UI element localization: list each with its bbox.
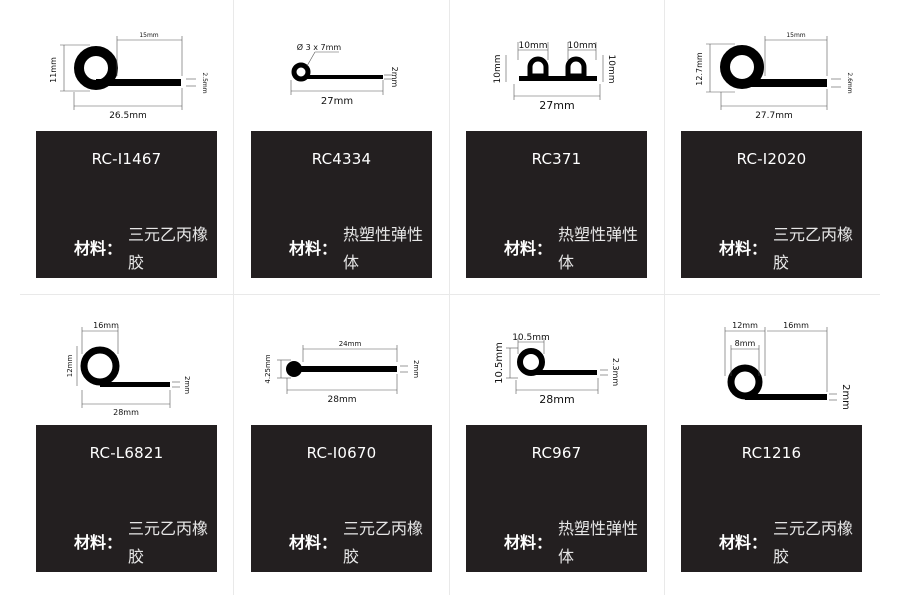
product-model: RC-I0670 [306,444,377,462]
product-info-panel: RC4334 材料： 热塑性弹性体 [251,131,432,278]
product-model: RC4334 [311,150,372,168]
profile-drawing: 10.5mm 10.5mm 2.3mm 28mm [430,294,645,426]
dim-thickness: 2mm [183,376,191,394]
material-label: 材料： [719,239,768,258]
dim-length: 27.7mm [755,111,793,121]
dim-bulb: 10.5mm [512,333,550,343]
dim-tail: 24mm [339,340,362,348]
profile-drawing: 12mm 8mm 16mm 2mm [645,294,860,426]
product-card[interactable]: 12mm 8mm 16mm 2mm RC1216 材料： 三元乙丙橡胶 [645,294,862,588]
product-info-panel: RC1216 材料： 三元乙丙橡胶 [681,425,862,572]
dim-thickness: 2.5mm [201,72,208,93]
material-label: 材料： [289,239,338,258]
profile-drawing: 12.7mm 15mm 2.6mm 27.7mm [645,0,860,132]
product-info-panel: RC371 材料： 热塑性弹性体 [466,131,647,278]
product-card[interactable]: 10.5mm 10.5mm 2.3mm 28mm RC967 材料： 热塑性弹性… [430,294,647,588]
material-label: 材料： [289,533,338,552]
grid-divider [449,0,450,595]
dim-tail: 15mm [786,32,805,39]
material-value: 三元乙丙橡胶 [773,519,854,566]
grid-divider [233,0,234,595]
material-value: 三元乙丙橡胶 [773,225,854,272]
material-value: 热塑性弹性体 [343,225,424,272]
profile-drawing: 11mm 15mm 2.5mm 26.5mm [0,0,215,132]
material-label: 材料： [504,533,553,552]
product-model: RC-L6821 [89,444,164,462]
dim-thickness: 2.3mm [611,358,620,387]
profile-drawing: 10mm 10mm 10mm 10mm 27mm [430,0,645,132]
dim-tail: 15mm [139,32,158,39]
dim-height: 4.25mm [264,354,272,383]
product-model: RC371 [531,150,582,168]
dim-bulb-right: 10mm [568,41,597,51]
dim-length: 28mm [539,393,574,406]
material-label: 材料： [719,533,768,552]
material-value: 热塑性弹性体 [558,519,639,566]
dim-thickness: 2mm [840,384,851,410]
dim-inner: 8mm [735,339,756,348]
dim-length: 27mm [321,96,353,107]
dim-height: 12.7mm [695,52,704,86]
material-value: 三元乙丙橡胶 [343,519,424,566]
product-card[interactable]: 16mm 12mm 2mm 28mm RC-L6821 材料： 三元乙丙橡胶 [0,294,217,588]
dim-height: 10.5mm [494,342,505,384]
dim-tail: 16mm [783,321,809,330]
material-label: 材料： [74,239,123,258]
product-info-panel: RC967 材料： 热塑性弹性体 [466,425,647,572]
grid-divider [664,0,665,595]
product-card[interactable]: 12.7mm 15mm 2.6mm 27.7mm RC-I2020 材料： 三元… [645,0,862,294]
product-info-panel: RC-I0670 材料： 三元乙丙橡胶 [251,425,432,572]
dim-bulb: Ø 3 x 7mm [297,42,342,52]
product-info-panel: RC-I2020 材料： 三元乙丙橡胶 [681,131,862,278]
profile-drawing: 16mm 12mm 2mm 28mm [0,294,215,426]
product-model: RC967 [531,444,582,462]
material-label: 材料： [74,533,123,552]
dim-length: 28mm [328,395,357,405]
dim-height-right: 10mm [606,55,616,84]
product-model: RC1216 [741,444,802,462]
profile-drawing: Ø 3 x 7mm 2mm 27mm [215,0,430,132]
product-card[interactable]: 24mm 4.25mm 2mm 28mm RC-I0670 材料： 三元乙丙橡胶 [215,294,432,588]
material-value: 三元乙丙橡胶 [128,225,209,272]
dim-height: 11mm [49,57,58,83]
dim-width: 16mm [93,321,119,330]
dim-height: 12mm [66,355,74,378]
material-value: 热塑性弹性体 [558,225,639,272]
product-card[interactable]: Ø 3 x 7mm 2mm 27mm RC4334 材料： 热塑性弹性体 [215,0,432,294]
dim-bulb-left: 10mm [519,41,548,51]
profile-drawing: 24mm 4.25mm 2mm 28mm [215,294,430,426]
product-card[interactable]: 11mm 15mm 2.5mm 26.5mm RC-I1467 材料： 三元乙丙… [0,0,217,294]
dim-length: 26.5mm [109,111,147,121]
grid-divider [20,294,880,295]
dim-length: 28mm [113,408,139,417]
dim-thickness: 2mm [412,360,420,378]
dim-length: 27mm [539,99,574,112]
material-label: 材料： [504,239,553,258]
product-card[interactable]: 10mm 10mm 10mm 10mm 27mm RC371 材料： 热塑性弹性… [430,0,647,294]
dim-thickness: 2mm [390,67,399,88]
dim-height-left: 10mm [493,55,503,84]
product-model: RC-I2020 [736,150,807,168]
product-model: RC-I1467 [91,150,162,168]
material-value: 三元乙丙橡胶 [128,519,209,566]
dim-thickness: 2.6mm [846,72,853,93]
product-info-panel: RC-I1467 材料： 三元乙丙橡胶 [36,131,217,278]
dim-outer: 12mm [732,321,758,330]
product-info-panel: RC-L6821 材料： 三元乙丙橡胶 [36,425,217,572]
